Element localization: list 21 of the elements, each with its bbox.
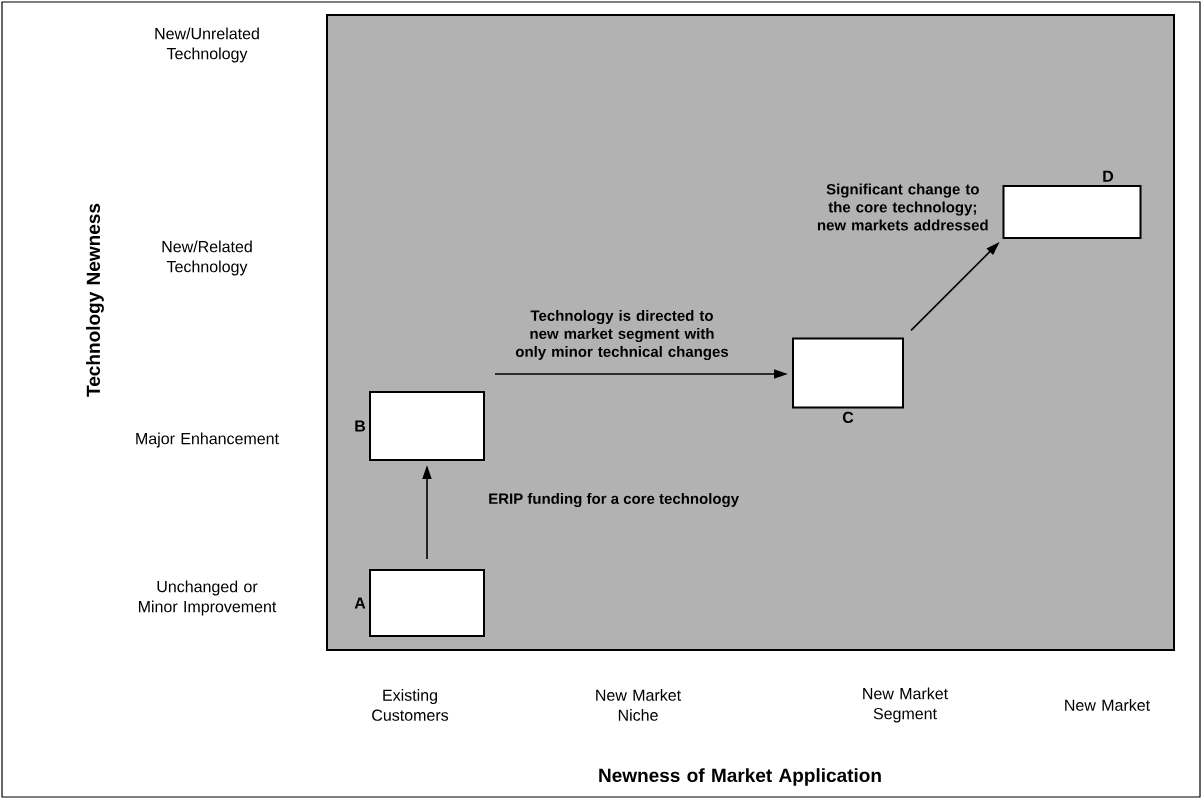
axis-label: Existing Customers — [372, 689, 449, 721]
axis-label: New Market Niche — [596, 689, 681, 721]
axis-title: Technology Newness — [86, 203, 104, 397]
node-label: C — [842, 411, 854, 424]
edge-label: Significant change to the core technology; new markets addressed — [817, 183, 988, 231]
box: C — [792, 337, 904, 423]
edge-label: Technology is directed to new market segment with only minor technical changes — [515, 309, 729, 360]
edge-label: ERIP funding for a core technology — [489, 492, 739, 507]
node-label: B — [355, 420, 366, 432]
axis-label: Major Enhancement — [136, 432, 279, 448]
axis-title: Newness of Market Application — [599, 768, 881, 786]
axis-label: New Market Segment — [863, 687, 948, 723]
axis-label: New/Related Technology — [162, 240, 252, 276]
box: B — [355, 391, 485, 461]
node-label: D — [1103, 170, 1114, 182]
box: D — [1002, 170, 1142, 239]
axis-label: New Market — [1065, 699, 1150, 711]
axis-label: Unchanged or Minor Improvement — [138, 580, 277, 616]
node-label: A — [354, 597, 366, 609]
box: A — [354, 569, 485, 637]
axis-label: New/Unrelated Technology — [155, 27, 259, 63]
